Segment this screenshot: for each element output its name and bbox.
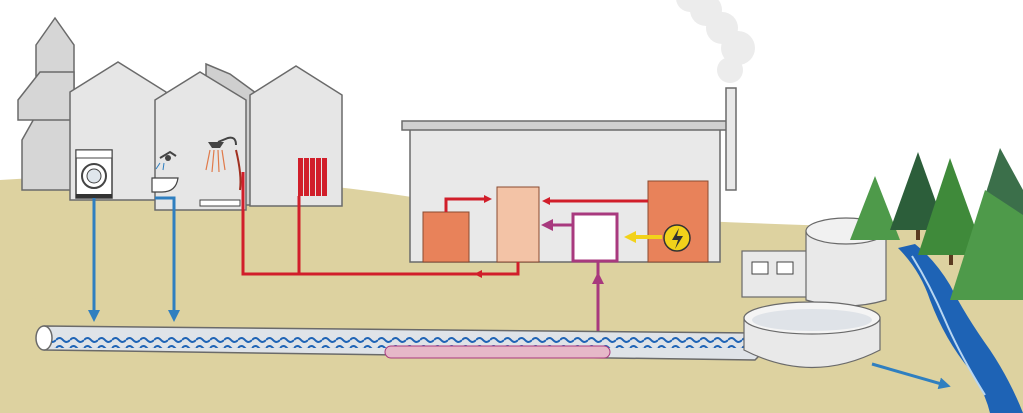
outflow-arrow bbox=[871, 362, 951, 390]
chimney-smoke-icon bbox=[676, 0, 755, 191]
storage-tank-left bbox=[422, 211, 470, 263]
house-heating bbox=[249, 65, 343, 207]
heat-distribution-lines bbox=[241, 172, 648, 278]
wastewater-drop-lines bbox=[88, 196, 180, 322]
washing-machine-icon bbox=[75, 149, 113, 199]
heating-plant-building bbox=[401, 0, 755, 263]
sewer-pipe bbox=[35, 325, 765, 361]
radiator-icon bbox=[298, 158, 327, 196]
pipe-heat-exchanger bbox=[384, 345, 611, 359]
treatment-plant bbox=[741, 217, 887, 368]
lightning-icon bbox=[663, 224, 691, 252]
sink-tap-icon bbox=[151, 150, 179, 193]
house-bathroom bbox=[151, 62, 261, 211]
heat-buffer-tank bbox=[496, 186, 540, 263]
heat-pump-unit bbox=[571, 212, 619, 263]
river-highlight bbox=[911, 255, 986, 396]
fir-tree-icon bbox=[850, 148, 1023, 300]
shower-icon bbox=[199, 136, 242, 207]
church-icon bbox=[17, 16, 81, 191]
